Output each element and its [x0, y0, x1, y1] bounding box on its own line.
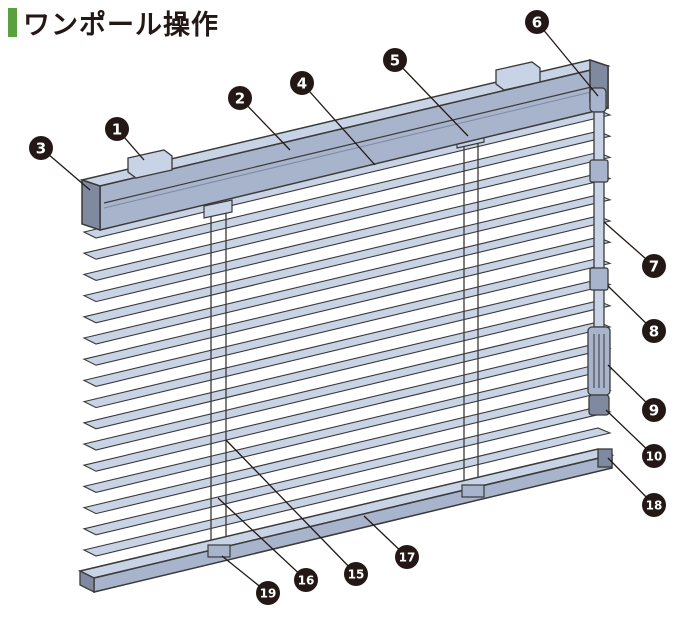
- callout-2: 2: [228, 86, 252, 110]
- leader-line-16: [217, 497, 307, 581]
- callout-circle: [256, 581, 280, 605]
- bottom-rail-cap-right: [597, 448, 613, 468]
- callout-number: 1: [112, 121, 122, 139]
- bracket-left: [127, 149, 173, 179]
- callout-circle: [642, 444, 666, 468]
- title-text: ワンポール操作: [23, 9, 219, 41]
- callout-number: 10: [646, 450, 663, 464]
- callout-4: 4: [290, 71, 314, 95]
- callout-5: 5: [383, 48, 407, 72]
- callout-9: 9: [642, 398, 666, 422]
- callout-19: 19: [256, 581, 280, 605]
- callout-circle: [228, 86, 252, 110]
- wand-end-cap: [588, 394, 610, 416]
- end-cap-left: [81, 178, 101, 232]
- leader-line-5: [394, 59, 469, 137]
- bottom-rail-cap-left: [79, 569, 95, 594]
- wand-clip-upper: [589, 159, 609, 183]
- callout-1: 1: [105, 117, 129, 141]
- callout-number: 15: [348, 568, 365, 582]
- callout-17: 17: [395, 545, 419, 569]
- callout-number: 3: [36, 140, 46, 158]
- callout-number: 4: [297, 75, 307, 93]
- callout-circle: [642, 493, 666, 517]
- callout-circle: [642, 398, 666, 422]
- callout-number: 7: [649, 258, 659, 276]
- title-accent-bar: [8, 7, 17, 37]
- callout-leaders: [40, 21, 655, 594]
- bracket-right: [495, 61, 541, 91]
- callout-circle: [294, 568, 318, 592]
- callout-circle: [525, 10, 549, 34]
- callout-circle: [642, 254, 666, 278]
- headrail-groove: [103, 83, 605, 204]
- wand-rod: [593, 111, 605, 328]
- callout-number: 16: [298, 574, 315, 588]
- callout-circle: [29, 136, 53, 160]
- callout-8: 8: [642, 319, 666, 343]
- callout-number: 18: [646, 499, 663, 513]
- cord-equalizer-left: [207, 544, 231, 558]
- callout-10: 10: [642, 444, 666, 468]
- callout-number: 19: [260, 587, 277, 601]
- leader-line-6: [536, 21, 599, 97]
- callout-number: 8: [649, 323, 659, 341]
- headrail: [79, 58, 611, 232]
- callout-number: 17: [399, 551, 416, 565]
- leader-line-15: [225, 439, 357, 575]
- callout-number: 5: [390, 52, 400, 70]
- callout-15: 15: [344, 562, 368, 586]
- cord-guide-left: [203, 199, 233, 219]
- callout-circle: [290, 71, 314, 95]
- callout-7: 7: [642, 254, 666, 278]
- callout-number: 2: [235, 90, 245, 108]
- leader-line-2: [239, 97, 291, 151]
- callout-circle: [383, 48, 407, 72]
- callout-circle: [642, 319, 666, 343]
- tilt-wand: [587, 87, 611, 416]
- diagram-title: ワンポール操作: [8, 4, 219, 41]
- ladder-cords: [203, 127, 485, 555]
- wand-clip-lower: [589, 267, 609, 291]
- callout-6: 6: [525, 10, 549, 34]
- callout-circle: [395, 545, 419, 569]
- wand-joint: [589, 87, 607, 113]
- callout-number: 6: [532, 14, 542, 32]
- callout-18: 18: [642, 493, 666, 517]
- headrail-groove-2: [103, 88, 605, 209]
- callout-16: 16: [294, 568, 318, 592]
- leader-line-4: [301, 82, 376, 166]
- callout-circle: [105, 117, 129, 141]
- callouts: 1 2 3 4 5 6 7 8 9 10 15 16 17 18 19: [29, 10, 666, 605]
- cord-equalizer-right: [461, 484, 485, 498]
- callout-circle: [344, 562, 368, 586]
- callout-3: 3: [29, 136, 53, 160]
- callout-number: 9: [649, 402, 659, 420]
